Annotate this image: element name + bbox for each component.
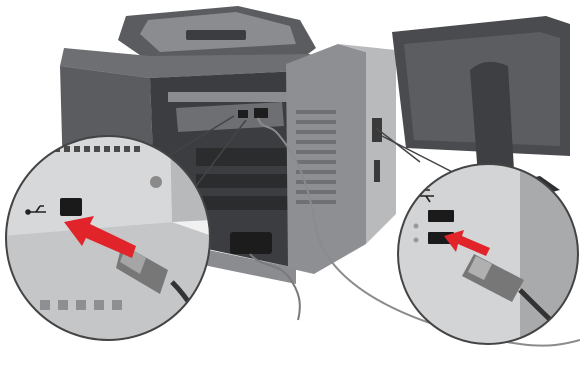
printer-power-socket bbox=[230, 232, 272, 254]
tower-usb-ports bbox=[372, 118, 382, 142]
callout-tower-face bbox=[398, 150, 520, 344]
tower-slot bbox=[374, 160, 380, 182]
printer-usb-port bbox=[238, 110, 248, 118]
callout-tower-edge bbox=[520, 150, 580, 344]
computer-tower bbox=[286, 44, 396, 274]
printer-adf-slot bbox=[186, 30, 246, 40]
callout-screw bbox=[150, 176, 162, 188]
callout-pin-row bbox=[34, 146, 140, 152]
callout-led bbox=[414, 224, 419, 229]
monitor-stand bbox=[470, 62, 514, 176]
printer-network-port bbox=[254, 108, 268, 118]
callout-screw bbox=[22, 146, 30, 154]
tower-side bbox=[286, 44, 366, 274]
computer-port-callout bbox=[398, 150, 580, 344]
printer-port-callout bbox=[0, 134, 212, 344]
callout-led bbox=[414, 238, 419, 243]
callout-usb-a-port bbox=[428, 210, 454, 222]
callout-usb-b-port bbox=[60, 198, 82, 216]
